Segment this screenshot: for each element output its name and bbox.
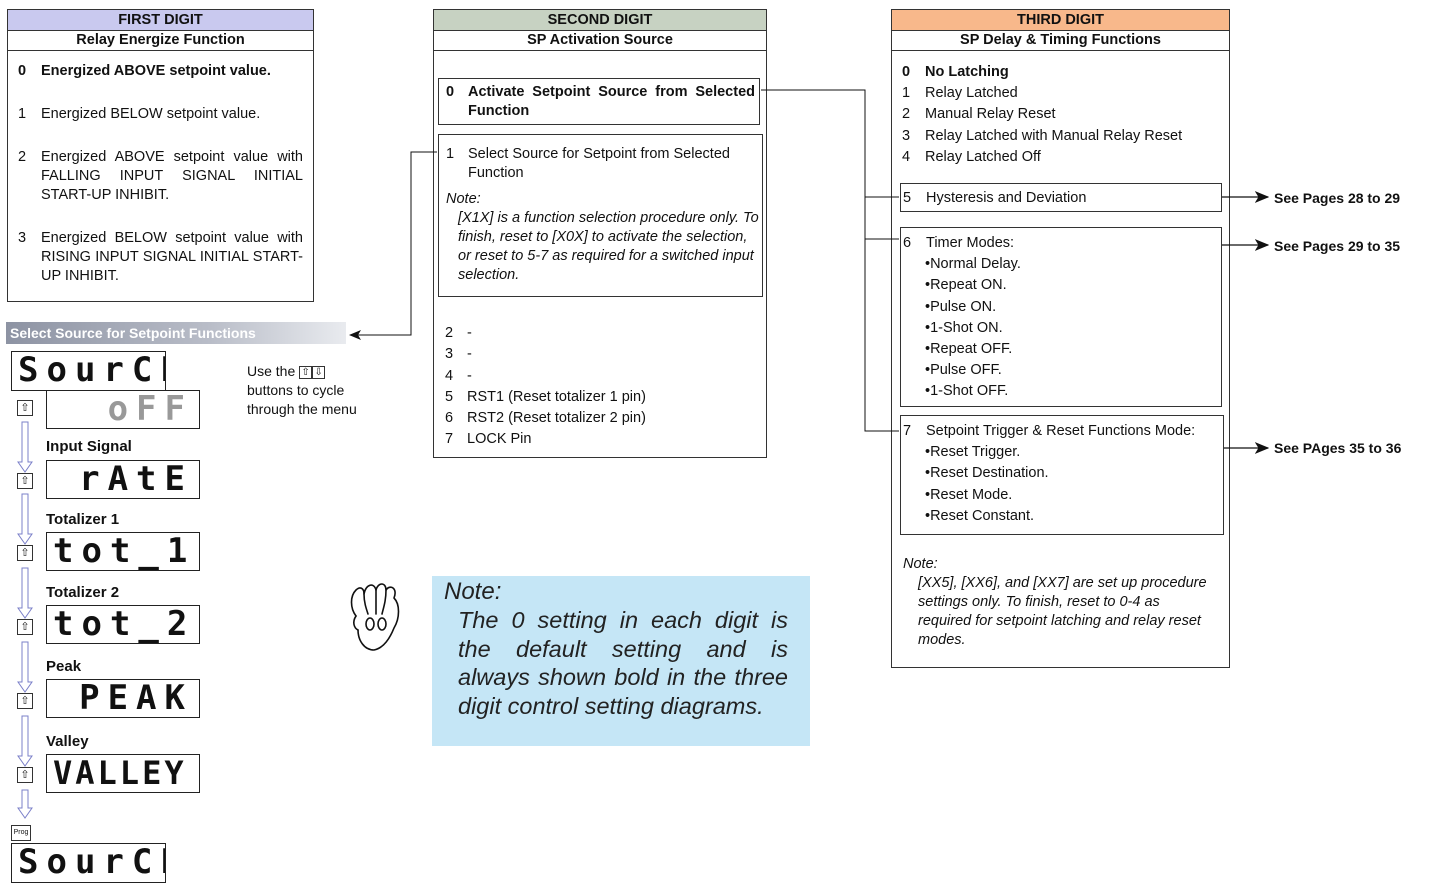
callout-label: Note: — [444, 578, 502, 605]
callout-text: The 0 setting in each digit is the defau… — [458, 607, 788, 719]
up-arrow-key-icon[interactable]: ⇧ — [17, 400, 33, 416]
up-arrow-key-icon[interactable]: ⇧ — [17, 545, 33, 561]
lcd-step-value: VALLEY — [46, 754, 200, 793]
timer-mode-bullet: •Normal Delay. — [925, 256, 1021, 273]
timer-mode-bullet: •Pulse ON. — [925, 298, 997, 315]
first-digit-subheader: Relay Energize Function — [8, 31, 313, 51]
timer-mode-bullet: •1-Shot ON. — [925, 319, 1003, 336]
timer-mode-bullet: •Pulse OFF. — [925, 362, 1002, 379]
second-list-item: 2- — [445, 325, 472, 341]
hand-icon — [350, 583, 400, 651]
see-pages-29-35: See Pages 29 to 35 — [1274, 238, 1401, 254]
reset-mode-bullet: •Reset Constant. — [925, 507, 1035, 524]
prog-key-icon[interactable]: Prog — [11, 825, 31, 841]
reset-mode-bullet: •Reset Destination. — [925, 465, 1049, 482]
up-arrow-key-icon[interactable]: ⇧ — [17, 693, 33, 709]
default-setting-note: Note: The 0 setting in each digit is the… — [432, 576, 810, 746]
third-digit-subheader: SP Delay & Timing Functions — [892, 31, 1229, 51]
step-label: Totalizer 1 — [46, 511, 120, 528]
see-pages-35-36: See PAges 35 to 36 — [1274, 440, 1402, 456]
lcd-step-value: rAtE — [46, 460, 200, 499]
first-digit-header: FIRST DIGIT — [8, 10, 313, 31]
second-digit-header: SECOND DIGIT — [434, 10, 766, 31]
menu-instruction: Use the ⇧⇩ buttons to cycle through the … — [247, 363, 357, 417]
lcd-source-bottom: SourCE — [11, 843, 166, 883]
third-note-text: [XX5], [XX6], and [XX7] are set up proce… — [918, 575, 1207, 648]
menu-down-arrows — [17, 421, 33, 819]
step-label: Input Signal — [46, 438, 132, 455]
third-digit-header: THIRD DIGIT — [892, 10, 1229, 31]
down-key-icon: ⇩ — [312, 365, 326, 379]
lcd-off: oFF — [46, 390, 200, 429]
timer-mode-bullet: •1-Shot OFF. — [925, 383, 1009, 400]
reset-mode-bullet: •Reset Trigger. — [925, 444, 1021, 461]
lcd-step-value: tot_1 — [46, 532, 200, 571]
connector-item1-to-menu — [349, 151, 437, 340]
lcd-source-top: SourCE — [11, 351, 166, 391]
second-list-item: 4- — [445, 367, 472, 384]
menu-title-bar: Select Source for Setpoint Functions — [6, 322, 346, 344]
second-digit-subheader: SP Activation Source — [434, 31, 766, 51]
timer-mode-bullet: •Repeat ON. — [925, 277, 1007, 294]
connector-second-to-third — [761, 89, 899, 432]
second-list-item: 3- — [445, 346, 472, 363]
up-key-icon: ⇧ — [299, 365, 313, 379]
second-note-text: [X1X] is a function selection procedure … — [458, 210, 759, 283]
lcd-step-value: PEAK — [46, 679, 200, 718]
third-note-label: Note: — [903, 556, 938, 572]
menu-title: Select Source for Setpoint Functions — [10, 325, 256, 341]
second-note-label: Note: — [446, 191, 481, 207]
step-label: Valley — [46, 733, 89, 750]
reset-mode-bullet: •Reset Mode. — [925, 486, 1013, 503]
timer-mode-bullet: •Repeat OFF. — [925, 341, 1013, 358]
up-arrow-key-icon[interactable]: ⇧ — [17, 473, 33, 489]
see-pages-28-29: See Pages 28 to 29 — [1274, 190, 1401, 206]
up-arrow-key-icon[interactable]: ⇧ — [17, 619, 33, 635]
up-arrow-key-icon[interactable]: ⇧ — [17, 767, 33, 783]
step-label: Peak — [46, 658, 82, 675]
lcd-step-value: tot_2 — [46, 605, 200, 644]
step-label: Totalizer 2 — [46, 584, 120, 601]
third-digit-panel: THIRD DIGIT SP Delay & Timing Functions … — [891, 9, 1230, 668]
